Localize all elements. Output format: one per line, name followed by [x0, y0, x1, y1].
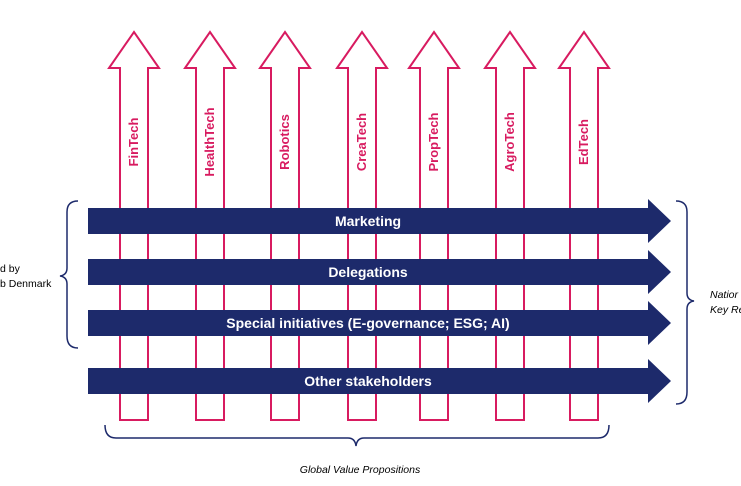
bottom-brace	[104, 424, 610, 447]
left-bracket-text-line2: b Denmark	[0, 278, 52, 290]
horizontal-arrow-label-4: Other stakeholders	[304, 373, 432, 389]
left-bracket-text: d by b Denmark	[0, 262, 51, 292]
right-bracket-text-line2: Key Re	[710, 304, 741, 316]
horizontal-arrow-label-2: Delegations	[328, 264, 408, 280]
horizontal-arrow-label-3: Special initiatives (E-governance; ESG; …	[226, 315, 510, 331]
vertical-arrow-label-edtech: EdTech	[576, 119, 591, 165]
horizontal-arrow-1	[88, 199, 671, 243]
horizontal-arrow-label-1: Marketing	[334, 213, 402, 229]
left-bracket-text-line1: d by	[0, 263, 20, 275]
right-brace	[675, 200, 695, 405]
vertical-arrow-label-healthtech: HealthTech	[202, 107, 217, 177]
vertical-arrow-label-proptech: PropTech	[426, 112, 441, 172]
right-bracket-text: Natior Key Re	[710, 288, 741, 318]
horizontal-arrow-4	[88, 359, 671, 403]
vertical-arrow-label-fintech: FinTech	[126, 117, 141, 167]
vertical-arrow-label-createch: CreaTech	[354, 112, 369, 172]
right-bracket-text-line1: Natior	[710, 289, 739, 301]
left-brace	[59, 200, 79, 349]
vertical-arrow-label-robotics: Robotics	[277, 114, 292, 170]
vertical-arrow-label-agrotech: AgroTech	[502, 112, 517, 172]
bottom-bracket-text: Global Value Propositions	[299, 464, 421, 476]
horizontal-arrow-2	[88, 250, 671, 294]
horizontal-arrow-3	[88, 301, 671, 345]
horizontal-arrows-group	[88, 199, 671, 403]
